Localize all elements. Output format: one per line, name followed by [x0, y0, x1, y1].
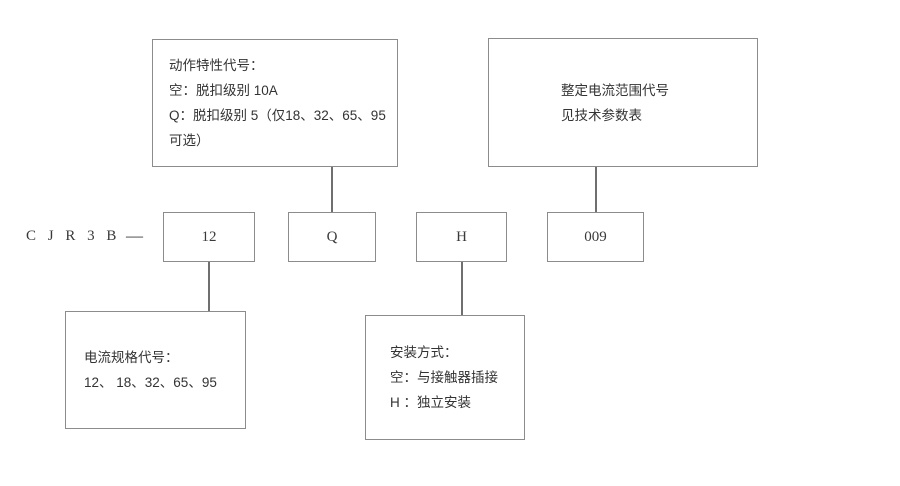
model-prefix: C J R 3 B	[26, 228, 121, 244]
code-box-mounting-type[interactable]: H	[416, 212, 507, 262]
note-box-current-spec: 电流规格代号： 12、 18、32、65、95	[65, 311, 246, 429]
code-value: 009	[584, 228, 607, 245]
note-line: Q：脱扣级别 5（仅18、32、65、95	[169, 108, 386, 123]
code-value: H	[456, 228, 467, 245]
note-line: 整定电流范围代号	[561, 82, 669, 98]
note-box-setting-current-range: 整定电流范围代号 见技术参数表	[488, 38, 758, 167]
note-line: 动作特性代号：	[169, 58, 264, 73]
connector-action-characteristic	[331, 167, 333, 213]
model-separator-dash: —	[126, 226, 143, 245]
note-line: 见技术参数表	[561, 107, 642, 123]
connector-mounting-type	[461, 262, 463, 316]
connector-setting-current-range	[595, 167, 597, 213]
note-line: H ：独立安装	[390, 395, 471, 410]
note-line: 12、 18、32、65、95	[84, 375, 217, 390]
connector-current-spec	[208, 262, 210, 312]
note-line: 空：与接触器插接	[390, 370, 498, 385]
code-value: 12	[201, 228, 217, 245]
note-box-action-characteristic: 动作特性代号： 空：脱扣级别 10A Q：脱扣级别 5（仅18、32、65、95…	[152, 39, 398, 167]
code-box-action-characteristic[interactable]: Q	[288, 212, 376, 262]
note-line: 安装方式：	[390, 345, 458, 360]
note-line: 空：脱扣级别 10A	[169, 83, 278, 98]
code-box-setting-current-range[interactable]: 009	[547, 212, 644, 262]
note-line: 可选）	[169, 133, 210, 148]
note-box-mounting-type: 安装方式： 空：与接触器插接 H ：独立安装	[365, 315, 525, 440]
note-line: 电流规格代号：	[84, 350, 179, 365]
code-box-current-spec[interactable]: 12	[163, 212, 255, 262]
code-value: Q	[326, 228, 338, 245]
